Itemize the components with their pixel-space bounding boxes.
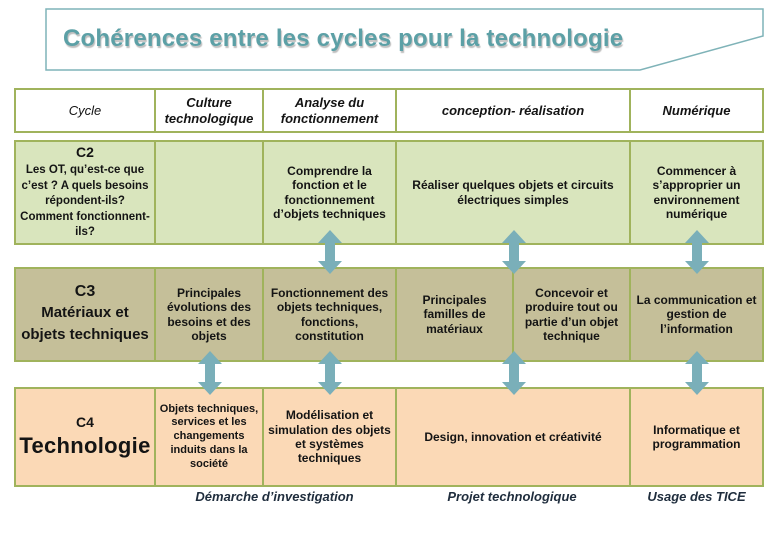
c2-cycle-cell: C2 Les OT, qu’est-ce que c’est ? A quels… [16,142,156,243]
c3-title: Matériaux et objets techniques [21,303,149,344]
c2-analyse-cell: Comprendre la fonction et le fonctionnem… [264,142,397,243]
footer-projet-label: Projet technologique [447,489,577,504]
c4-title: Technologie [19,433,151,459]
footer-labels: Démarche d’investigation Projet technolo… [14,489,764,504]
c3-conception-concevoir-cell: Concevoir et produire tout ou partie d’u… [514,269,631,360]
header-cell-analyse: Analyse du fonctionnement [264,90,397,131]
double-arrow-icon [502,230,526,274]
c3-conception-materiaux-cell: Principales familles de matériaux [397,269,514,360]
c3-code: C3 [74,283,96,301]
footer-usage-label: Usage des TICE [647,489,746,504]
c4-analyse-cell: Modélisation et simulation des objets et… [264,389,397,485]
table-header-row: Cycle Culture technologique Analyse du f… [14,88,764,133]
c4-culture-cell: Objets techniques, services et les chang… [156,389,264,485]
double-arrow-icon [502,351,526,395]
page-title: Cohérences entre les cycles pour la tech… [63,25,624,52]
c2-code: C2 [76,144,94,161]
double-arrow-icon [685,230,709,274]
c2-culture-cell [156,142,264,243]
c3-analyse-cell: Fonctionnement des objets techniques, fo… [264,269,397,360]
c2-numerique-cell: Commencer à s’approprier un environnemen… [652,163,741,221]
row-c4: C4 Technologie Objets techniques, servic… [14,387,764,487]
c4-code: C4 [76,414,94,431]
c2-question: Les OT, qu’est-ce que c’est ? A quels be… [20,164,150,239]
double-arrow-icon [318,230,342,274]
c2-conception-cell: Réaliser quelques objets et circuits éle… [397,142,631,243]
header-cell-conception: conception- réalisation [397,90,631,131]
header-cell-cycle: Cycle [16,90,156,131]
c4-cycle-cell: C4 Technologie [16,389,156,485]
double-arrow-icon [318,351,342,395]
double-arrow-icon [198,351,222,395]
c3-cycle-cell: C3 Matériaux et objets techniques [16,269,156,360]
c3-culture-cell: Principales évolutions des besoins et de… [156,269,264,360]
c4-numerique-cell: Informatique et programmation [652,422,741,451]
footer-demarche-label: Démarche d’investigation [195,489,354,504]
c3-numerique-cell: La communication et gestion de l’informa… [636,292,757,336]
title-box: Cohérences entre les cycles pour la tech… [45,8,765,72]
row-c2: C2 Les OT, qu’est-ce que c’est ? A quels… [14,140,764,245]
double-arrow-icon [685,351,709,395]
c4-conception-cell: Design, innovation et créativité [397,389,631,485]
row-c3: C3 Matériaux et objets techniques Princi… [14,267,764,362]
header-cell-numerique: Numérique [662,102,731,118]
title-outline-shape [45,8,764,71]
header-cell-culture: Culture technologique [156,90,264,131]
